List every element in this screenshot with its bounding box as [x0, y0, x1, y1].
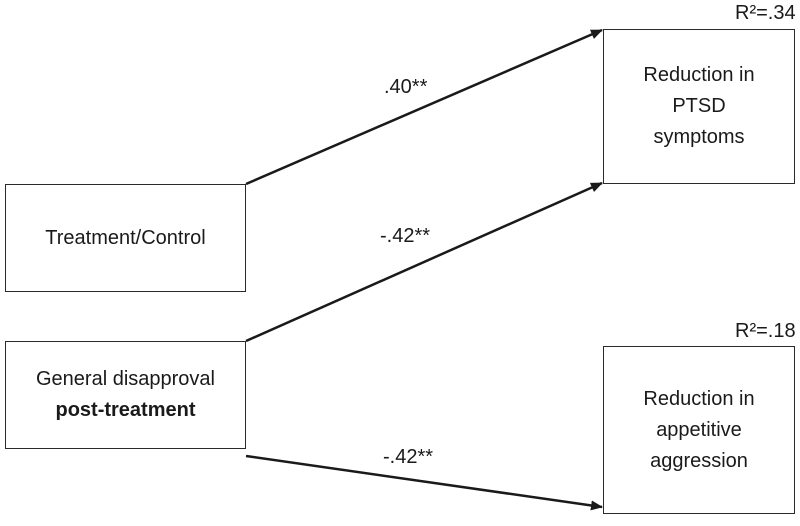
node-label-line2: PTSD — [672, 95, 726, 117]
node-reduction-aggression: Reduction in appetitive aggression — [603, 346, 795, 514]
node-label-line1: General disapproval — [36, 368, 215, 390]
r-squared-ptsd: R²=.34 — [735, 2, 796, 24]
node-label-line3: aggression — [650, 449, 748, 472]
path-coefficient-disapproval-aggression: -.42** — [383, 446, 434, 468]
node-label: Treatment/Control — [45, 226, 206, 249]
node-label-line1: Reduction in — [643, 64, 755, 86]
arrow-disapproval-to-aggression — [245, 454, 603, 511]
arrow-treatment-to-ptsd — [245, 28, 603, 186]
path-coefficient-treatment-ptsd: .40** — [384, 76, 428, 98]
node-label-line2: post-treatment — [55, 399, 196, 421]
node-reduction-ptsd: Reduction in PTSD symptoms — [603, 29, 795, 184]
arrow-disapproval-to-ptsd — [245, 181, 603, 343]
node-label-line3: symptoms — [653, 126, 745, 148]
node-label-line2: appetitive — [656, 418, 742, 441]
r-squared-aggression: R²=.18 — [735, 320, 796, 342]
node-label-line1: Reduction in — [643, 387, 755, 410]
node-general-disapproval: General disapproval post-treatment — [5, 341, 246, 449]
path-coefficient-disapproval-ptsd: -.42** — [380, 225, 431, 247]
node-treatment-control: Treatment/Control — [5, 184, 246, 292]
